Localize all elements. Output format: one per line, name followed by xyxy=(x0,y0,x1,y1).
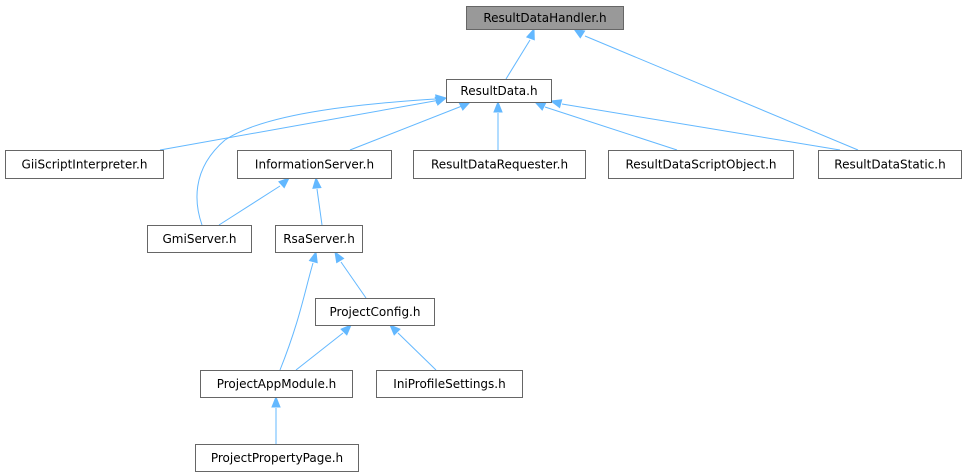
node-label: ResultDataHandler.h xyxy=(483,11,606,25)
edge-arrowhead xyxy=(308,250,318,264)
edge-giiscriptinterpreter-to-resultdata xyxy=(159,96,448,151)
edge-resultdatastatic-to-resultdatahandler xyxy=(572,28,859,151)
edge-line xyxy=(505,39,531,80)
edge-projectpropertypage-to-projectappmodule xyxy=(271,395,281,444)
node-box xyxy=(275,225,363,253)
node-label: InformationServer.h xyxy=(255,158,374,172)
edge-resultdatastatic-to-resultdata xyxy=(549,99,841,151)
node-box xyxy=(200,370,353,398)
edge-line xyxy=(340,261,367,299)
edge-line xyxy=(279,262,314,371)
edge-line xyxy=(584,35,859,151)
nodes-layer: ResultDataHandler.hResultData.hGiiScript… xyxy=(5,6,962,472)
node-box xyxy=(147,225,252,253)
node-box xyxy=(376,370,523,398)
node-box xyxy=(608,150,794,179)
edge-arrowhead xyxy=(493,100,503,113)
node-box xyxy=(446,79,552,103)
node-projectconfig[interactable]: ProjectConfig.h xyxy=(315,298,435,326)
node-resultdatastatic[interactable]: ResultDataStatic.h xyxy=(818,150,962,179)
edge-arrowhead xyxy=(389,324,401,336)
edge-arrowhead xyxy=(533,101,547,111)
node-iniprofilesettings[interactable]: IniProfileSettings.h xyxy=(376,370,523,398)
edge-line xyxy=(218,185,281,226)
edge-informationserver-to-resultdata xyxy=(349,101,472,151)
node-projectpropertypage[interactable]: ProjectPropertyPage.h xyxy=(195,444,359,472)
node-label: ResultDataScriptObject.h xyxy=(625,158,776,172)
node-informationserver[interactable]: InformationServer.h xyxy=(237,150,392,179)
edge-gmiserver-to-resultdata xyxy=(196,94,448,226)
edges-layer xyxy=(159,27,859,444)
node-label: ResultDataStatic.h xyxy=(834,158,945,172)
edge-line xyxy=(349,105,463,151)
node-label: IniProfileSettings.h xyxy=(393,377,505,391)
node-resultdata[interactable]: ResultData.h xyxy=(446,79,552,103)
node-resultdatarequester[interactable]: ResultDataRequester.h xyxy=(413,150,586,179)
edge-projectappmodule-to-rsaserver xyxy=(279,250,318,371)
node-box xyxy=(466,6,624,30)
node-box xyxy=(195,444,359,472)
edge-arrowhead xyxy=(312,176,322,189)
edge-arrowhead xyxy=(458,101,472,111)
edge-gmiserver-to-informationserver xyxy=(218,177,291,226)
edge-projectappmodule-to-projectconfig xyxy=(295,324,352,371)
edge-resultdata-to-resultdatahandler xyxy=(505,27,535,80)
node-rsaserver[interactable]: RsaServer.h xyxy=(275,225,363,253)
edge-line xyxy=(196,98,436,226)
edge-iniprofilesettings-to-projectconfig xyxy=(389,324,437,371)
edge-arrowhead xyxy=(572,28,586,39)
node-box xyxy=(413,150,586,179)
edge-resultdatarequester-to-resultdata xyxy=(493,100,503,150)
edge-line xyxy=(159,99,441,151)
node-resultdatahandler[interactable]: ResultDataHandler.h xyxy=(466,6,624,30)
node-label: ProjectConfig.h xyxy=(330,305,421,319)
node-gmiserver[interactable]: GmiServer.h xyxy=(147,225,252,253)
edge-line xyxy=(316,188,323,226)
node-label: ResultDataRequester.h xyxy=(431,158,568,172)
edge-arrowhead xyxy=(435,94,448,104)
node-label: GmiServer.h xyxy=(163,232,237,246)
node-label: GiiScriptInterpreter.h xyxy=(22,158,148,172)
node-label: ProjectPropertyPage.h xyxy=(211,451,343,465)
edge-line xyxy=(544,106,678,151)
edge-line xyxy=(397,332,437,371)
edge-resultdatascriptobject-to-resultdata xyxy=(533,101,678,151)
node-label: ResultData.h xyxy=(460,84,537,98)
node-label: RsaServer.h xyxy=(283,232,355,246)
edge-projectconfig-to-rsaserver xyxy=(334,250,367,299)
edge-line xyxy=(295,332,344,371)
edge-arrowhead xyxy=(525,27,535,41)
edge-arrowhead xyxy=(278,177,291,189)
node-box xyxy=(818,150,962,179)
edge-arrowhead xyxy=(549,99,563,109)
edge-arrowhead xyxy=(334,250,345,264)
node-box xyxy=(315,298,435,326)
node-box xyxy=(5,150,164,179)
node-box xyxy=(237,150,392,179)
edge-arrowhead xyxy=(340,324,352,336)
node-resultdatascriptobject[interactable]: ResultDataScriptObject.h xyxy=(608,150,794,179)
node-giiscriptinterpreter[interactable]: GiiScriptInterpreter.h xyxy=(5,150,164,179)
edge-arrowhead xyxy=(271,395,281,408)
edge-rsaserver-to-informationserver xyxy=(312,176,323,226)
edge-line xyxy=(561,103,841,151)
node-label: ProjectAppModule.h xyxy=(217,377,337,391)
node-projectappmodule[interactable]: ProjectAppModule.h xyxy=(200,370,353,398)
